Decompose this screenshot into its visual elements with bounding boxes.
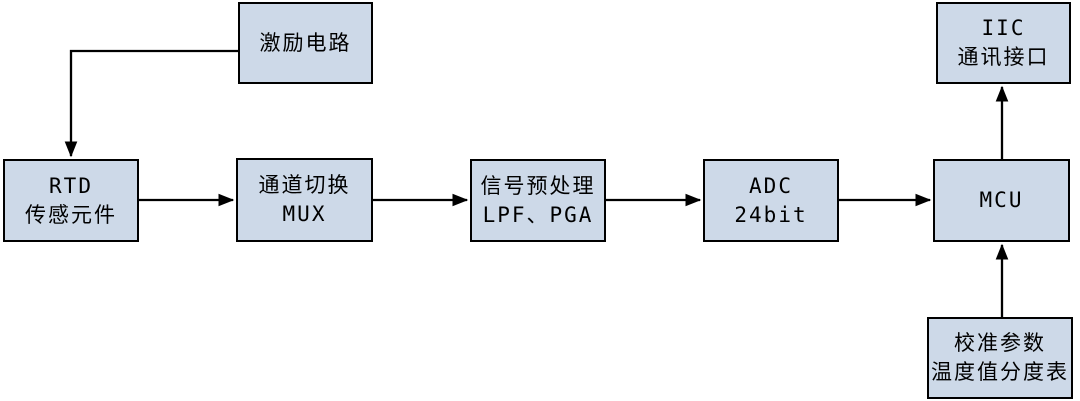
node-label: RTD [49,173,93,198]
node-label: IIC [981,16,1026,41]
node-label: 传感元件 [25,202,117,227]
node-adc-24bit: ADC 24bit [703,159,839,242]
node-mcu: MCU [933,159,1070,242]
connector-excitation-to-rtd [64,49,238,158]
node-label: 信号预处理 [480,173,596,198]
node-channel-mux: 通道切换 MUX [236,158,373,242]
node-label: ADC [749,173,793,198]
node-label: 温度值分度表 [931,360,1069,384]
node-label: MUX [282,202,327,226]
node-label: 24bit [734,202,808,227]
node-label: LPF、PGA [482,202,594,227]
node-label: 校准参数 [954,331,1046,356]
node-iic-interface: IIC 通讯接口 [936,2,1071,84]
node-label: 激励电路 [259,30,352,55]
node-signal-preprocessing: 信号预处理 LPF、PGA [470,159,606,242]
node-label: 通讯接口 [957,45,1050,69]
node-label: MCU [979,188,1024,213]
node-rtd-sensor: RTD 传感元件 [3,159,139,242]
node-excitation-circuit: 激励电路 [238,2,373,84]
node-label: 通道切换 [258,173,351,198]
node-calibration-table: 校准参数 温度值分度表 [927,317,1073,399]
